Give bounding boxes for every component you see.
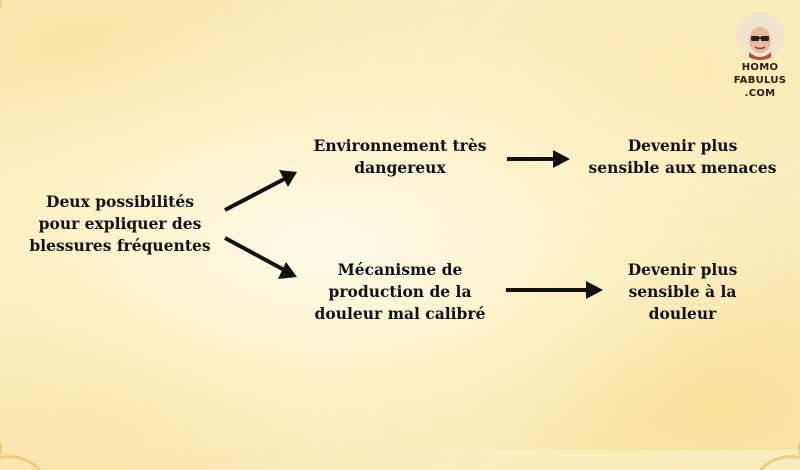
- arrow-meca-to-douleur: [506, 281, 603, 299]
- arrow-source-to-env: [224, 170, 297, 212]
- homo-fabulus-logo: HOMO FABULUS .COM: [725, 12, 795, 99]
- logo-text-com: .COM: [744, 88, 776, 99]
- node-sensible-douleur: Devenir plus sensible à la douleur: [627, 260, 738, 323]
- arrow-source-to-meca: [224, 236, 297, 279]
- node-sensible-menaces: Devenir plus sensible aux menaces: [588, 136, 777, 177]
- node-environnement-dangereux: Environnement très dangereux: [313, 136, 487, 177]
- node-mecanisme-douleur: Mécanisme de production de la douleur ma…: [314, 260, 486, 323]
- logo-text-fabulus: FABULUS: [733, 75, 787, 86]
- logo-face-icon: [736, 12, 784, 60]
- arrow-env-to-menaces: [507, 150, 570, 168]
- node-deux-possibilites: Deux possibilités pour expliquer des ble…: [29, 192, 211, 255]
- logo-text-homo: HOMO: [741, 62, 779, 73]
- diagram-arrows: [224, 150, 603, 299]
